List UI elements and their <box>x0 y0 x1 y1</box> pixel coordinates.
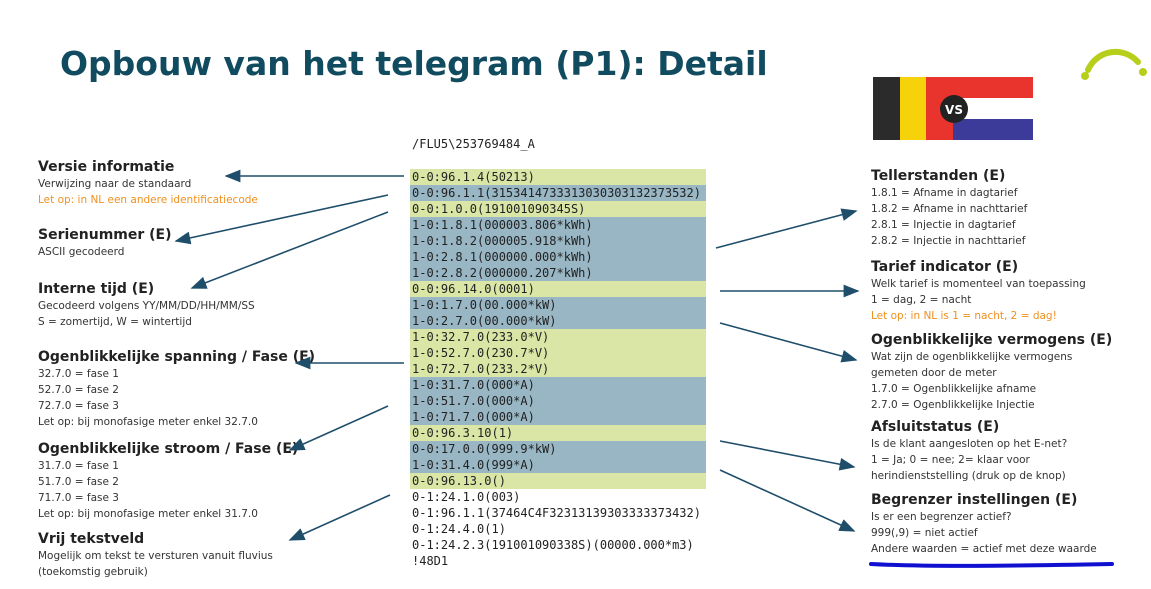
block-line: 1.8.1 = Afname in dagtarief <box>871 187 1018 199</box>
block-line: Let op: bij monofasige meter enkel 32.7.… <box>38 416 258 428</box>
telegram-line: 1-0:1.7.0(00.000*kW) <box>410 297 706 313</box>
telegram-line: 0-1:96.1.1(37464C4F32313139303333373432) <box>412 506 701 520</box>
arrow-interne-tijd <box>190 211 389 289</box>
flags-belgium-vs-netherlands: VS <box>873 77 1033 140</box>
left_blocks-block: Ogenblikkelijke spanning / Fase (E) 32.7.… <box>38 348 368 430</box>
telegram-line: 0-0:1.0.0(191001090345S) <box>410 201 706 217</box>
telegram-line: 0-0:96.3.10(1) <box>410 425 706 441</box>
block-line: 2.7.0 = Ogenblikkelijke Injectie <box>871 399 1035 411</box>
block-line: Welk tarief is momenteel van toepassing <box>871 278 1086 290</box>
arrow-vrij-tekstveld <box>288 494 391 541</box>
telegram-line: 1-0:71.7.0(000*A) <box>410 409 706 425</box>
telegram-line: 1-0:2.8.1(000000.000*kWh) <box>410 249 706 265</box>
telegram-line: 0-0:17.0.0(999.9*kW) <box>410 441 706 457</box>
block-line: 1.8.2 = Afname in nachttarief <box>871 203 1028 215</box>
block-note: Let op: in NL een andere identificatieco… <box>38 194 258 206</box>
telegram-line: 1-0:31.7.0(000*A) <box>410 377 706 393</box>
telegram-header: /FLU5\253769484_A <box>412 137 535 151</box>
right_blocks-block: Tellerstanden (E) 1.8.1 = Afname in dagta… <box>871 167 1151 249</box>
block-title: Tellerstanden (E) <box>871 168 1006 184</box>
telegram-line: 1-0:1.8.2(000005.918*kWh) <box>410 233 706 249</box>
block-line: (toekomstig gebruik) <box>38 566 148 578</box>
block-title: Ogenblikkelijke vermogens (E) <box>871 332 1113 348</box>
blue-underline-annotation <box>869 562 1114 568</box>
arrow-afsluitstatus <box>719 440 856 471</box>
right_blocks-block: Tarief indicator (E) Welk tarief is momen… <box>871 258 1151 324</box>
logo-icon <box>1081 48 1147 80</box>
arrow-stroom <box>288 405 389 451</box>
block-line: Is er een begrenzer actief? <box>871 511 1012 523</box>
block-line: Is de klant aangesloten op het E-net? <box>871 438 1068 450</box>
telegram-line: 1-0:32.7.0(233.0*V) <box>410 329 706 345</box>
right_blocks-block: Begrenzer instellingen (E) Is er een begr… <box>871 491 1151 557</box>
block-line: 2.8.1 = Injectie in dagtarief <box>871 219 1016 231</box>
left_blocks-block: Ogenblikkelijke stroom / Fase (E) 31.7.0 … <box>38 440 368 522</box>
arrow-begrenzer <box>719 469 856 532</box>
block-line: 72.7.0 = fase 3 <box>38 400 119 412</box>
telegram-line: 0-0:96.14.0(0001) <box>410 281 706 297</box>
telegram-line: 0-0:96.1.1(3153414733313030303132373532) <box>410 185 706 201</box>
block-line: 51.7.0 = fase 2 <box>38 476 119 488</box>
arrow-tellerstanden <box>715 208 858 249</box>
block-title: Interne tijd (E) <box>38 281 155 297</box>
telegram-line: 1-0:31.4.0(999*A) <box>410 457 706 473</box>
telegram-line: 1-0:2.8.2(000000.207*kWh) <box>410 265 706 281</box>
telegram-line: 1-0:1.8.1(000003.806*kWh) <box>410 217 706 233</box>
block-line: Andere waarden = actief met deze waarde <box>871 543 1097 555</box>
block-line: 1.7.0 = Ogenblikkelijke afname <box>871 383 1037 395</box>
block-title: Afsluitstatus (E) <box>871 419 1000 435</box>
block-line: 32.7.0 = fase 1 <box>38 368 119 380</box>
telegram-line: !48D1 <box>412 554 449 568</box>
telegram-line: 1-0:2.7.0(00.000*kW) <box>410 313 706 329</box>
block-line: 1 = dag, 2 = nacht <box>871 294 972 306</box>
arrow-serienummer <box>174 194 389 245</box>
block-line: ASCII gecodeerd <box>38 246 125 258</box>
block-title: Serienummer (E) <box>38 227 172 243</box>
block-line: 71.7.0 = fase 3 <box>38 492 119 504</box>
block-title: Ogenblikkelijke stroom / Fase (E) <box>38 441 299 457</box>
telegram-line: 0-0:96.13.0() <box>410 473 706 489</box>
block-note: Let op: in NL is 1 = nacht, 2 = dag! <box>871 310 1057 322</box>
flags-badge: VS <box>945 103 963 117</box>
right_blocks-block: Afsluitstatus (E) Is de klant aangesloten… <box>871 418 1151 484</box>
block-line: herindienststelling (druk op de knop) <box>871 470 1066 482</box>
telegram-line: 0-1:24.1.0(003) <box>412 490 521 504</box>
block-title: Begrenzer instellingen (E) <box>871 492 1078 508</box>
block-line: Mogelijk om tekst te versturen vanuit fl… <box>38 550 273 562</box>
telegram-line: 1-0:52.7.0(230.7*V) <box>410 345 706 361</box>
block-title: Vrij tekstveld <box>38 531 145 547</box>
block-line: S = zomertijd, W = wintertijd <box>38 316 192 328</box>
telegram-line: 0-1:24.2.3(191001090338S)(00000.000*m3) <box>412 538 694 552</box>
block-line: 2.8.2 = Injectie in nachttarief <box>871 235 1026 247</box>
block-line: 31.7.0 = fase 1 <box>38 460 119 472</box>
telegram-line: 0-1:24.4.0(1) <box>412 522 506 536</box>
right_blocks-block: Ogenblikkelijke vermogens (E) Wat zijn de… <box>871 331 1151 413</box>
block-line: 999(,9) = niet actief <box>871 527 978 539</box>
block-line: 1 = Ja; 0 = nee; 2= klaar voor <box>871 454 1030 466</box>
block-title: Versie informatie <box>38 159 175 175</box>
block-line: Let op: bij monofasige meter enkel 31.7.… <box>38 508 258 520</box>
block-title: Ogenblikkelijke spanning / Fase (E) <box>38 349 316 365</box>
left_blocks-block: Serienummer (E) ASCII gecodeerd <box>38 226 368 260</box>
block-line: Gecodeerd volgens YY/MM/DD/HH/MM/SS <box>38 300 255 312</box>
telegram-line: 1-0:72.7.0(233.2*V) <box>410 361 706 377</box>
block-line: 52.7.0 = fase 2 <box>38 384 119 396</box>
block-line: gemeten door de meter <box>871 367 997 379</box>
block-line: Verwijzing naar de standaard <box>38 178 192 190</box>
arrow-vermogens <box>719 322 858 363</box>
slide-title: Opbouw van het telegram (P1): Detail <box>60 44 768 83</box>
left_blocks-block: Interne tijd (E) Gecodeerd volgens YY/MM/… <box>38 280 368 330</box>
block-line: Wat zijn de ogenblikkelijke vermogens <box>871 351 1073 363</box>
telegram-line: 1-0:51.7.0(000*A) <box>410 393 706 409</box>
telegram-line: 0-0:96.1.4(50213) <box>410 169 706 185</box>
block-title: Tarief indicator (E) <box>871 259 1019 275</box>
